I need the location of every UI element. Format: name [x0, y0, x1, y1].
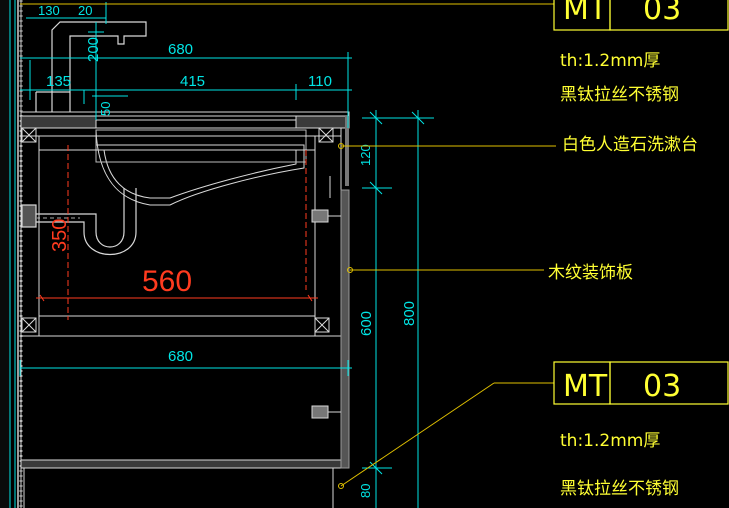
- hinge-lower: [311, 405, 341, 419]
- dim-top-20: 20: [78, 3, 92, 18]
- dim-right-120: 120: [358, 144, 373, 166]
- tag-bottom-code: MT: [563, 369, 608, 404]
- dim-mid-415: 415: [180, 73, 205, 90]
- countertop-section: [20, 111, 350, 186]
- basin: [95, 129, 307, 206]
- dim-right-80: 80: [358, 484, 373, 498]
- dim-top-130: 130: [38, 3, 60, 18]
- right-dimension-lines: [362, 110, 434, 508]
- dim-right-800: 800: [401, 301, 418, 326]
- annotation-material-bottom: 黑钛拉丝不锈钢: [560, 479, 679, 499]
- dim-overall-680-top: 680: [168, 41, 193, 58]
- dim-drain-50: 50: [98, 102, 113, 116]
- material-tag-top: [553, 0, 729, 31]
- annotation-thickness-bottom: th:1.2mm厚: [560, 431, 660, 451]
- dim-faucet-200: 200: [85, 37, 102, 62]
- annotation-thickness-top: th:1.2mm厚: [560, 51, 660, 71]
- dim-left-135: 135: [46, 73, 71, 90]
- dim-inner-350: 350: [49, 219, 71, 252]
- annotation-material-top: 黑钛拉丝不锈钢: [560, 85, 679, 105]
- dim-inner-560: 560: [142, 265, 192, 298]
- hinge-upper: [311, 209, 341, 223]
- annotation-countertop: 白色人造石洗漱台: [562, 135, 698, 155]
- tag-bottom-number: 03: [643, 369, 681, 404]
- dim-overall-680-bottom: 680: [168, 348, 193, 365]
- material-tag-bottom: [553, 361, 729, 405]
- tag-top-code: MT: [563, 0, 608, 27]
- vanity-cabinet: [20, 127, 350, 508]
- annotation-wood-panel: 木纹装饰板: [548, 263, 633, 283]
- bottom-dimension-line: [19, 360, 352, 376]
- corner-brackets: [21, 127, 334, 333]
- dim-right-110: 110: [308, 73, 332, 90]
- drain-pipe: [21, 188, 137, 255]
- tag-top-number: 03: [643, 0, 681, 27]
- top-dimension-lines: [20, 2, 352, 128]
- faucet: [35, 21, 147, 112]
- annotation-leaders: [20, 3, 556, 489]
- dim-right-600: 600: [358, 311, 375, 336]
- inner-dimension-lines: [36, 145, 318, 320]
- left-wall: [0, 0, 23, 508]
